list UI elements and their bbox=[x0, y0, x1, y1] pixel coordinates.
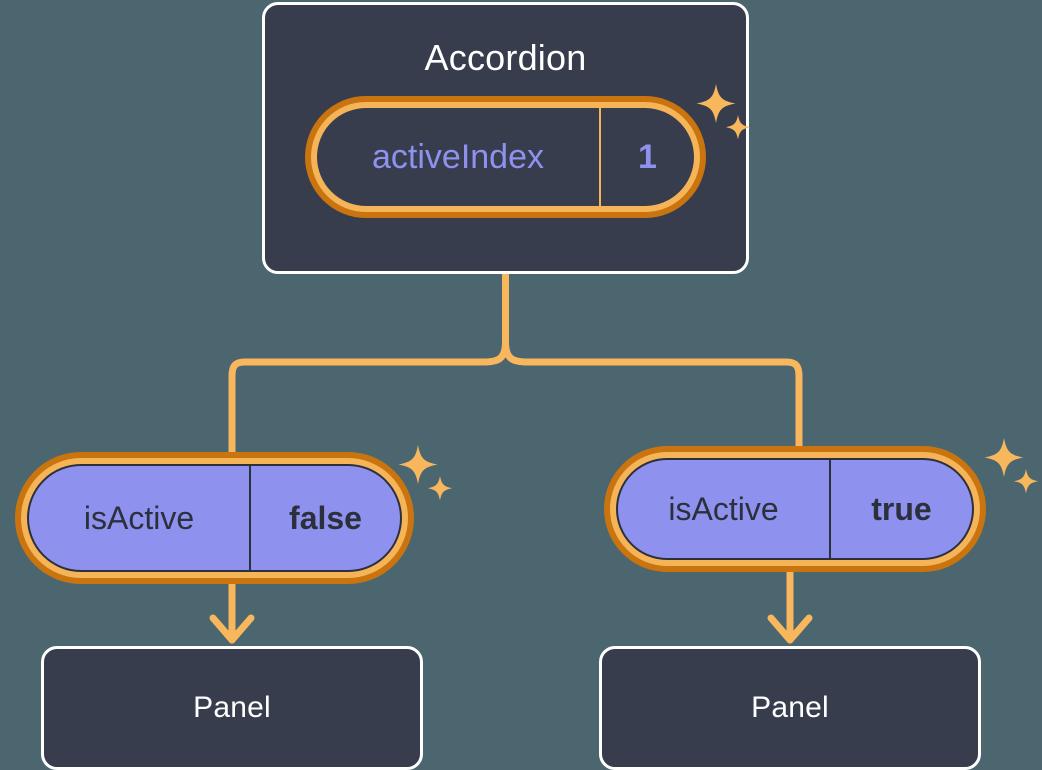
pill-key-label: isActive bbox=[29, 466, 251, 570]
prop-pill-is-active-false[interactable]: isActive false bbox=[15, 452, 414, 584]
wire-branch-right bbox=[502, 338, 803, 450]
component-card-panel-right[interactable]: Panel bbox=[599, 646, 981, 770]
pill-body: activeIndex 1 bbox=[317, 108, 694, 206]
state-pill-active-index[interactable]: activeIndex 1 bbox=[305, 96, 706, 218]
arrow-head-right-icon bbox=[767, 614, 813, 644]
sparkle-small-icon bbox=[1013, 469, 1039, 494]
pill-key-label: isActive bbox=[618, 460, 831, 558]
panel-right-title: Panel bbox=[751, 691, 829, 724]
sparkle-true-pill-group bbox=[984, 438, 1039, 494]
pill-inner-ring: isActive false bbox=[21, 458, 408, 578]
component-card-panel-left[interactable]: Panel bbox=[41, 646, 423, 770]
pill-value-label: 1 bbox=[638, 137, 657, 176]
accordion-title: Accordion bbox=[424, 37, 587, 78]
pill-value-label: true bbox=[871, 490, 932, 527]
pill-body: isActive false bbox=[27, 464, 402, 572]
arrow-head-left-icon bbox=[209, 614, 255, 644]
panel-left-title: Panel bbox=[193, 691, 271, 724]
pill-inner-ring: activeIndex 1 bbox=[311, 102, 700, 212]
sparkle-large-icon bbox=[984, 438, 1024, 477]
sparkle-small-icon bbox=[427, 476, 453, 501]
pill-body: isActive true bbox=[616, 458, 974, 560]
pill-inner-ring: isActive true bbox=[610, 452, 980, 566]
sparkle-large-icon bbox=[398, 445, 438, 484]
prop-pill-is-active-true[interactable]: isActive true bbox=[604, 446, 986, 572]
pill-key-label: activeIndex bbox=[317, 108, 601, 206]
wire-branch-left bbox=[228, 338, 509, 456]
pill-value-label: false bbox=[289, 499, 362, 536]
